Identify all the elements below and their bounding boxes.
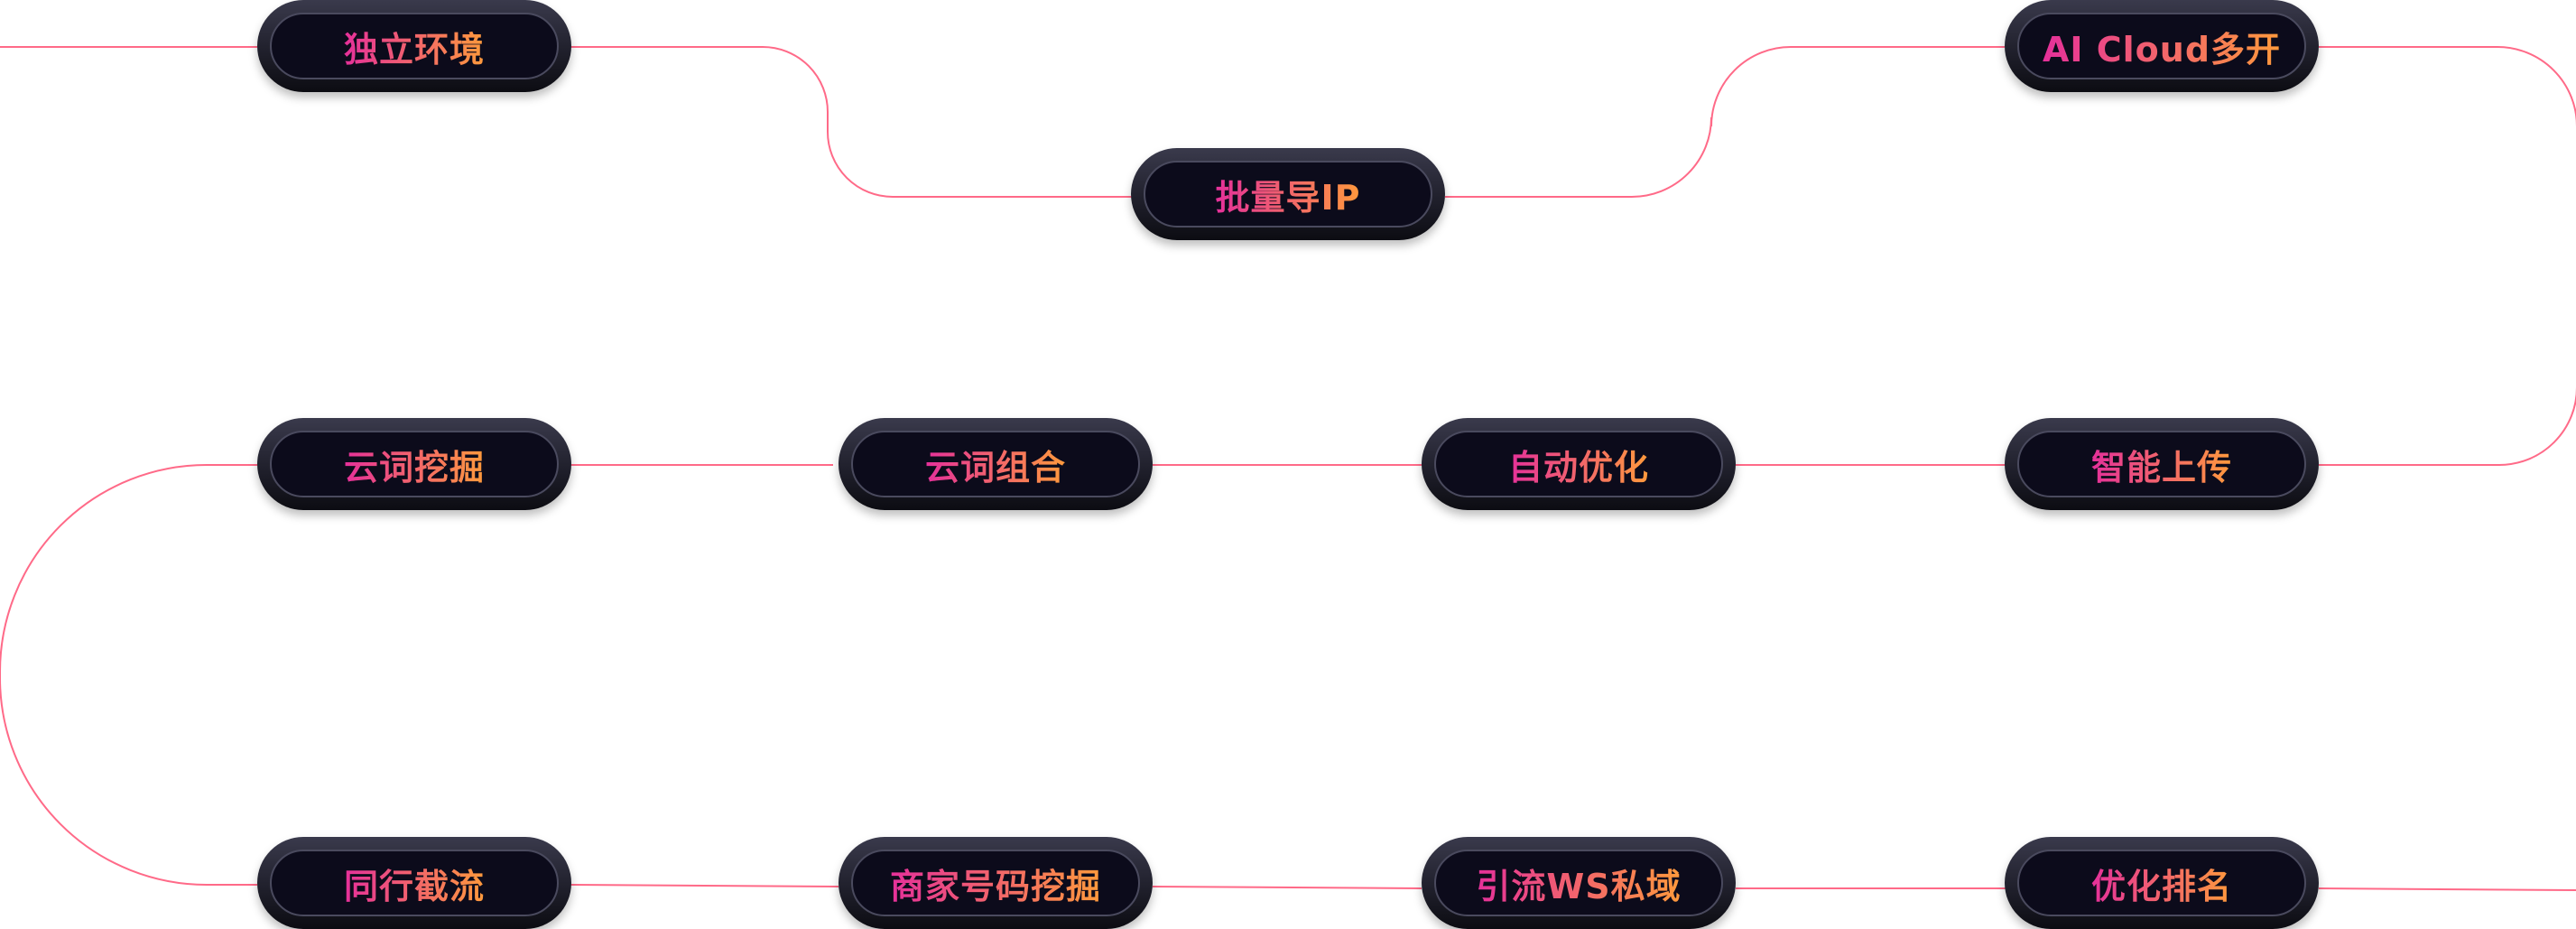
flow-node[interactable]: 优化排名 [2005, 837, 2319, 929]
node-label: 独立环境 [344, 22, 485, 71]
node-label: 智能上传 [2091, 440, 2232, 489]
node-label: 引流WS私域 [1476, 859, 1681, 908]
flow-node[interactable]: 云词挖掘 [257, 418, 571, 510]
node-pill: 独立环境 [270, 13, 559, 79]
flow-node[interactable]: 批量导IP [1131, 148, 1445, 240]
flow-node[interactable]: 自动优化 [1422, 418, 1736, 510]
node-label: 批量导IP [1216, 170, 1361, 219]
node-label: 商家号码挖掘 [890, 859, 1101, 908]
node-label: 自动优化 [1508, 440, 1649, 489]
node-pill: 云词挖掘 [270, 431, 559, 497]
node-pill: 同行截流 [270, 850, 559, 916]
node-pill: 引流WS私域 [1434, 850, 1723, 916]
node-pill: 自动优化 [1434, 431, 1723, 497]
flow-node[interactable]: 智能上传 [2005, 418, 2319, 510]
node-pill: 商家号码挖掘 [851, 850, 1140, 916]
node-label: AI Cloud多开 [2043, 22, 2281, 71]
flow-node[interactable]: 独立环境 [257, 0, 571, 92]
flow-node[interactable]: 引流WS私域 [1422, 837, 1736, 929]
node-pill: AI Cloud多开 [2017, 13, 2306, 79]
node-label: 云词组合 [925, 440, 1066, 489]
flow-node[interactable]: 商家号码挖掘 [839, 837, 1153, 929]
node-pill: 云词组合 [851, 431, 1140, 497]
node-label: 优化排名 [2091, 859, 2232, 908]
node-label: 云词挖掘 [344, 440, 485, 489]
node-pill: 批量导IP [1144, 161, 1432, 228]
node-pill: 优化排名 [2017, 850, 2306, 916]
flow-node[interactable]: 云词组合 [839, 418, 1153, 510]
flow-node[interactable]: 同行截流 [257, 837, 571, 929]
node-pill: 智能上传 [2017, 431, 2306, 497]
flow-node[interactable]: AI Cloud多开 [2005, 0, 2319, 92]
node-label: 同行截流 [344, 859, 485, 908]
